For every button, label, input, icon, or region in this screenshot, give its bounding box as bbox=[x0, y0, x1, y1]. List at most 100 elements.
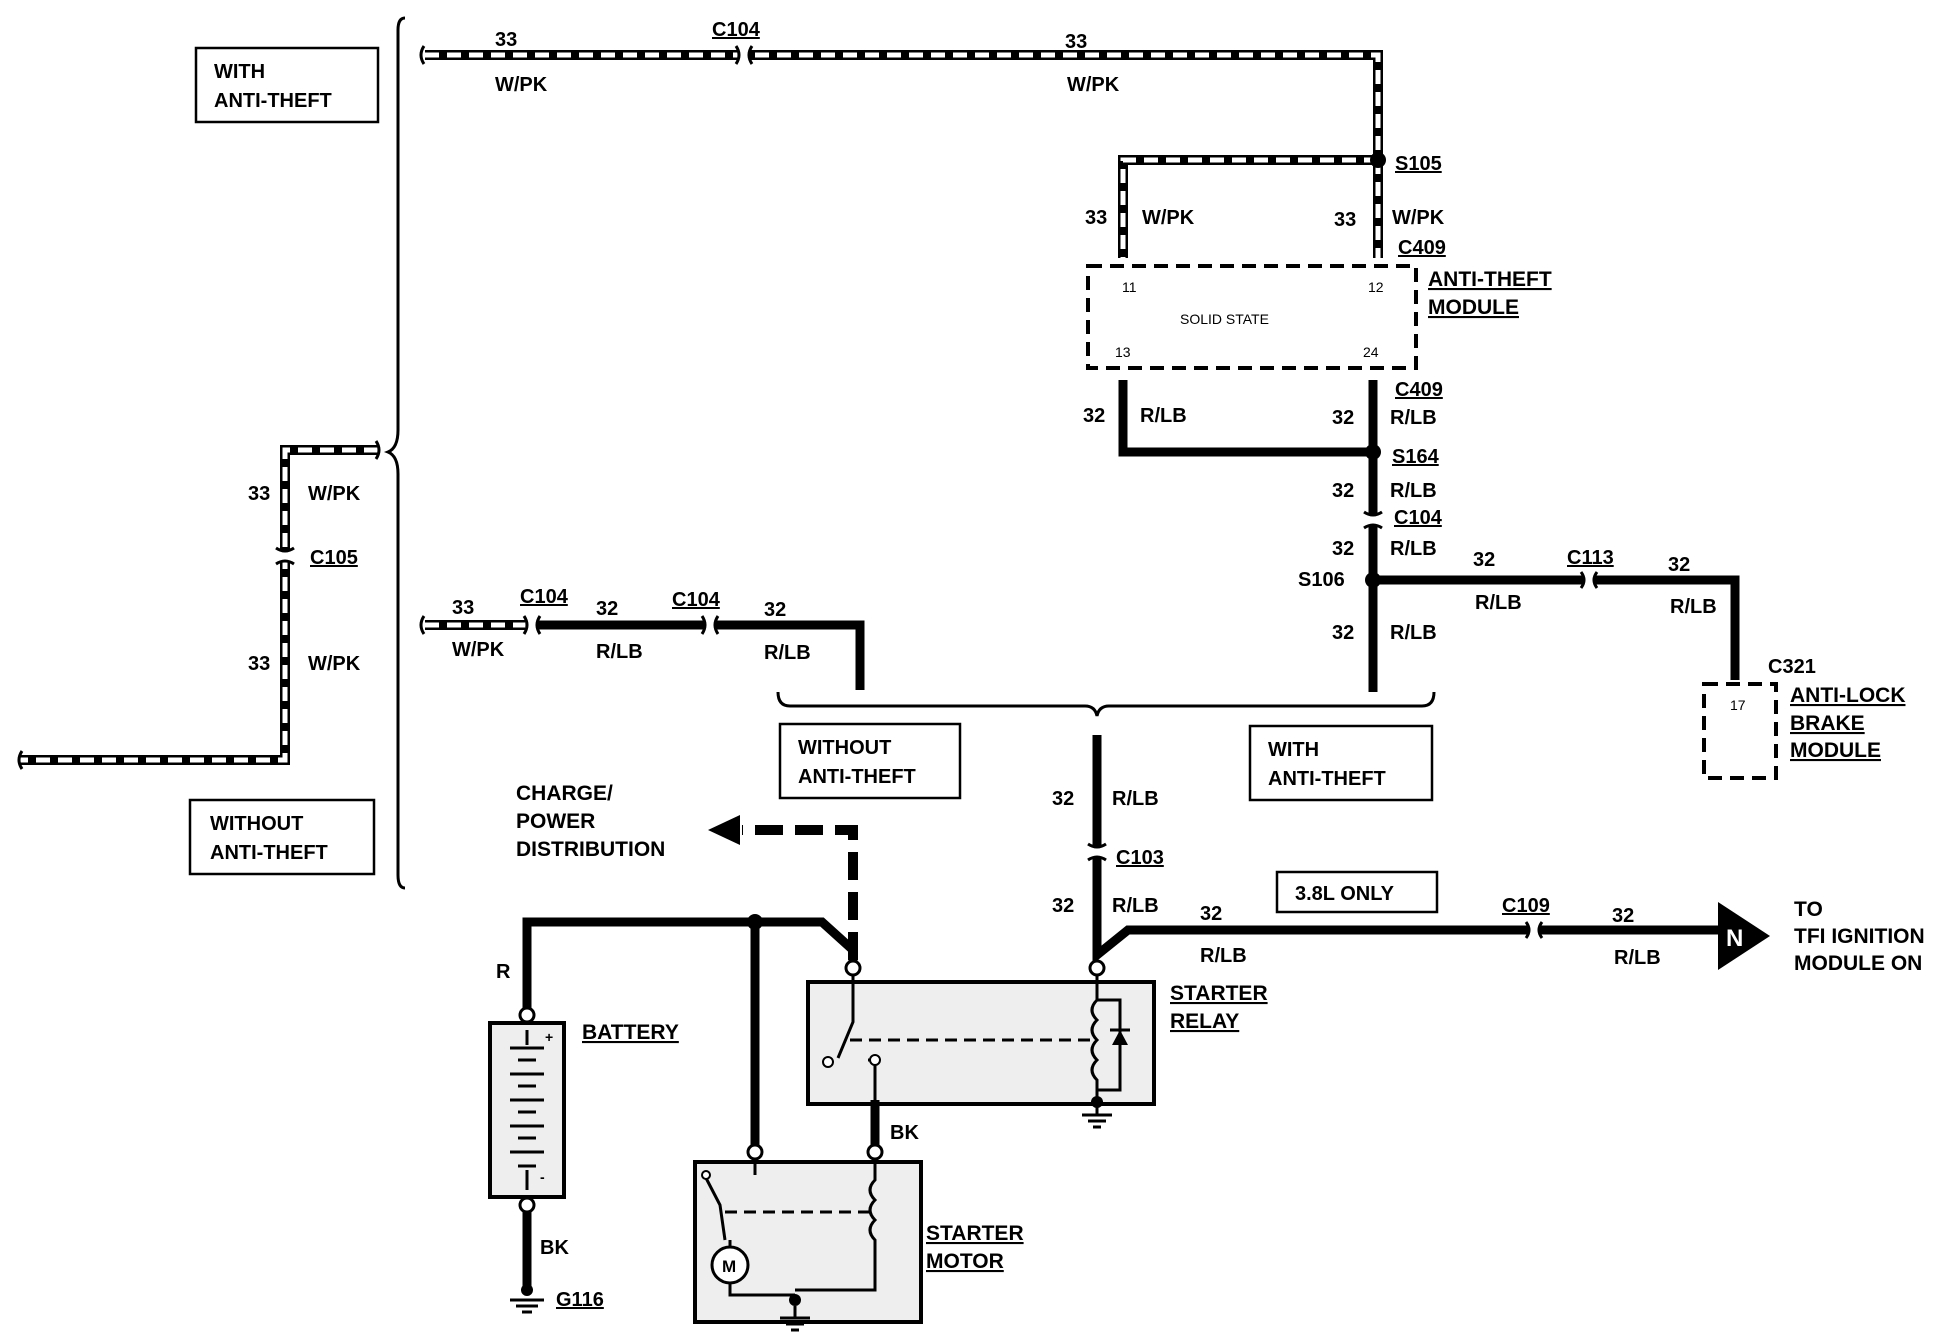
svg-text:33: 33 bbox=[248, 483, 270, 505]
svg-text:C409: C409 bbox=[1395, 379, 1443, 401]
svg-text:32: 32 bbox=[1612, 905, 1634, 927]
svg-text:MODULE: MODULE bbox=[1790, 739, 1881, 762]
svg-text:BRAKE: BRAKE bbox=[1790, 712, 1865, 735]
starter-motor: M bbox=[693, 1143, 923, 1332]
svg-text:W/PK: W/PK bbox=[1142, 207, 1195, 229]
battery-wiring bbox=[510, 914, 858, 1314]
svg-text:R/LB: R/LB bbox=[1200, 945, 1247, 967]
svg-text:ANTI-THEFT: ANTI-THEFT bbox=[210, 842, 328, 864]
svg-text:ANTI-THEFT: ANTI-THEFT bbox=[1268, 768, 1386, 790]
svg-text:G116: G116 bbox=[556, 1289, 604, 1311]
wire-32-rlb-center: N bbox=[1086, 735, 1770, 970]
svg-text:STARTER: STARTER bbox=[926, 1222, 1024, 1245]
svg-text:CHARGE/: CHARGE/ bbox=[516, 782, 613, 805]
svg-text:R/LB: R/LB bbox=[1140, 405, 1187, 427]
brace-left bbox=[383, 16, 406, 890]
svg-text:S106: S106 bbox=[1298, 569, 1345, 591]
svg-text:POWER: POWER bbox=[516, 810, 595, 833]
svg-text:STARTER: STARTER bbox=[1170, 982, 1268, 1005]
svg-text:24: 24 bbox=[1363, 344, 1379, 360]
svg-text:C321: C321 bbox=[1768, 656, 1816, 678]
panel-with-anti-theft-mid: WITH ANTI-THEFT bbox=[1248, 724, 1434, 802]
splice-s105 bbox=[1370, 152, 1386, 168]
svg-text:RELAY: RELAY bbox=[1170, 1010, 1239, 1033]
svg-text:R/LB: R/LB bbox=[1390, 480, 1437, 502]
svg-text:DISTRIBUTION: DISTRIBUTION bbox=[516, 838, 665, 861]
wire-mid-without bbox=[419, 614, 865, 690]
svg-text:W/PK: W/PK bbox=[308, 653, 361, 675]
engine-note: 3.8L ONLY bbox=[1295, 883, 1395, 905]
svg-text:32: 32 bbox=[1052, 895, 1074, 917]
wire-32-rlb-right bbox=[1118, 380, 1740, 692]
svg-text:BK: BK bbox=[540, 1237, 569, 1259]
svg-text:32: 32 bbox=[596, 598, 618, 620]
svg-text:32: 32 bbox=[1332, 622, 1354, 644]
svg-text:11: 11 bbox=[1122, 279, 1137, 295]
svg-text:C103: C103 bbox=[1116, 847, 1164, 869]
svg-text:TO: TO bbox=[1794, 898, 1823, 921]
svg-text:32: 32 bbox=[1332, 407, 1354, 429]
svg-text:WITH: WITH bbox=[1268, 739, 1319, 761]
svg-text:R/LB: R/LB bbox=[1475, 592, 1522, 614]
svg-text:R/LB: R/LB bbox=[1390, 538, 1437, 560]
svg-text:33: 33 bbox=[452, 597, 474, 619]
svg-text:R/LB: R/LB bbox=[1670, 596, 1717, 618]
anti-theft-module: 11 12 13 24 SOLID STATE bbox=[1086, 264, 1418, 370]
svg-text:C104: C104 bbox=[672, 589, 721, 611]
svg-text:M: M bbox=[722, 1257, 736, 1276]
arrow-to-tfi bbox=[1718, 902, 1770, 970]
svg-text:TFI IGNITION: TFI IGNITION bbox=[1794, 925, 1925, 948]
svg-text:C109: C109 bbox=[1502, 895, 1550, 917]
svg-text:32: 32 bbox=[1332, 480, 1354, 502]
wire-33-wpk-top bbox=[419, 44, 1383, 258]
svg-text:WITHOUT: WITHOUT bbox=[210, 813, 303, 835]
svg-text:33: 33 bbox=[1085, 207, 1107, 229]
svg-text:C113: C113 bbox=[1567, 547, 1614, 569]
svg-text:C104: C104 bbox=[520, 586, 569, 608]
svg-text:32: 32 bbox=[1083, 405, 1105, 427]
abs-module: 17 bbox=[1702, 682, 1778, 780]
svg-text:W/PK: W/PK bbox=[308, 483, 361, 505]
panel-engine-note: 3.8L ONLY bbox=[1275, 870, 1439, 914]
labels-bottom: CHARGE/ POWER DISTRIBUTION R BATTERY BK … bbox=[496, 782, 1925, 1311]
svg-text:S105: S105 bbox=[1395, 153, 1442, 175]
svg-text:S164: S164 bbox=[1392, 446, 1440, 468]
battery: + - bbox=[488, 1006, 566, 1214]
svg-text:WITHOUT: WITHOUT bbox=[798, 737, 891, 759]
svg-text:R/LB: R/LB bbox=[1112, 788, 1159, 810]
panel-without-anti-theft-mid: WITHOUT ANTI-THEFT bbox=[778, 722, 962, 800]
svg-text:BATTERY: BATTERY bbox=[582, 1021, 679, 1044]
svg-text:ANTI-THEFT: ANTI-THEFT bbox=[1428, 268, 1552, 291]
svg-text:WITH: WITH bbox=[214, 61, 265, 83]
svg-text:33: 33 bbox=[1065, 31, 1087, 53]
svg-text:32: 32 bbox=[1200, 903, 1222, 925]
svg-text:32: 32 bbox=[764, 599, 786, 621]
svg-text:32: 32 bbox=[1473, 549, 1495, 571]
svg-text:R/LB: R/LB bbox=[596, 641, 643, 663]
svg-text:32: 32 bbox=[1052, 788, 1074, 810]
svg-text:R/LB: R/LB bbox=[764, 642, 811, 664]
splice-s106 bbox=[1365, 572, 1381, 588]
svg-text:R/LB: R/LB bbox=[1390, 622, 1437, 644]
svg-text:W/PK: W/PK bbox=[495, 74, 548, 96]
svg-text:12: 12 bbox=[1368, 279, 1384, 295]
svg-text:33: 33 bbox=[495, 29, 517, 51]
charge-distribution-wire bbox=[708, 815, 858, 960]
svg-text:33: 33 bbox=[1334, 209, 1356, 231]
svg-text:C105: C105 bbox=[310, 547, 358, 569]
svg-text:N: N bbox=[1726, 925, 1743, 952]
svg-text:R: R bbox=[496, 961, 511, 983]
starter-relay bbox=[806, 959, 1156, 1129]
svg-text:MODULE: MODULE bbox=[1428, 296, 1519, 319]
svg-text:R/LB: R/LB bbox=[1390, 407, 1437, 429]
labels-left: 33 W/PK C105 33 W/PK 33 W/PK C104 32 R/L… bbox=[248, 483, 811, 675]
panel-with-anti-theft-left: WITH ANTI-THEFT bbox=[194, 46, 380, 124]
svg-text:MOTOR: MOTOR bbox=[926, 1250, 1004, 1273]
svg-text:ANTI-LOCK: ANTI-LOCK bbox=[1790, 684, 1905, 707]
svg-text:W/PK: W/PK bbox=[1392, 207, 1445, 229]
svg-text:33: 33 bbox=[248, 653, 270, 675]
svg-text:C104: C104 bbox=[1394, 507, 1443, 529]
svg-text:C104: C104 bbox=[712, 19, 761, 41]
splice-s164 bbox=[1365, 444, 1381, 460]
